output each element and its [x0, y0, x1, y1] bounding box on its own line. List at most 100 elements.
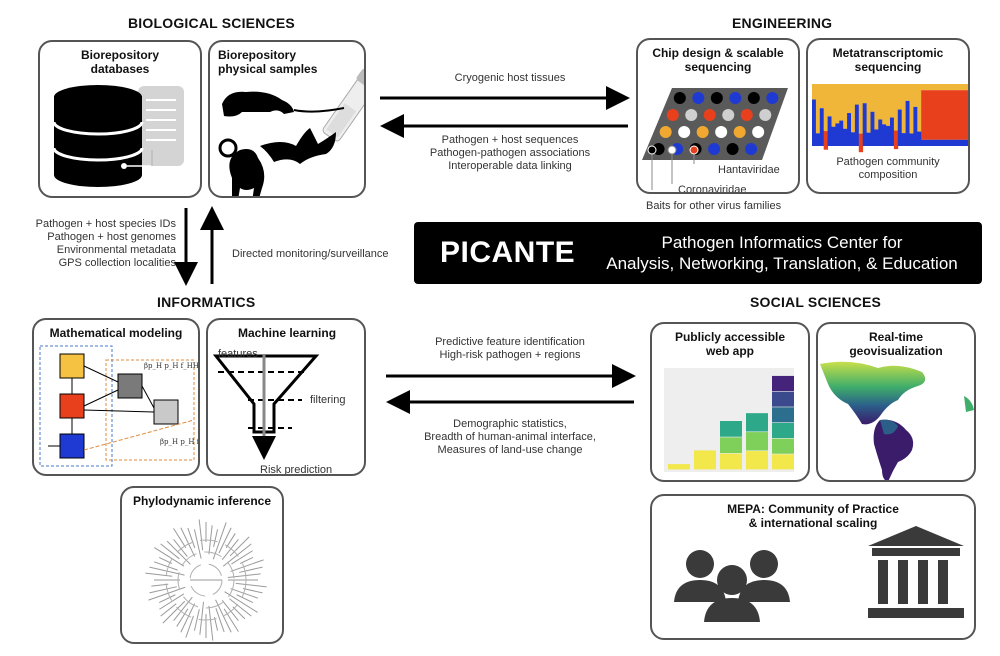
meta-seg [921, 90, 926, 140]
tree-branch [199, 601, 205, 635]
meta-seg [944, 90, 949, 140]
tree-branch [213, 529, 219, 547]
label-hantaviridae: Hantaviridae [718, 164, 780, 176]
tree-branch [160, 603, 177, 617]
meta-seg [819, 84, 825, 109]
tree-branch [223, 608, 239, 632]
tree-branch [187, 527, 196, 549]
chip-dot [703, 109, 716, 121]
meta-seg [913, 84, 918, 107]
meta-seg [862, 84, 867, 104]
tree-branch [193, 609, 200, 631]
label-sequences-1: Pathogen + host sequences [441, 134, 579, 146]
meta-seg [901, 133, 906, 146]
meta-seg [831, 126, 836, 146]
section-informatics: INFORMATICS [157, 294, 256, 310]
meta-seg [874, 129, 879, 146]
chip-dot [726, 143, 739, 155]
meta-seg [956, 139, 961, 146]
meta-seg [851, 84, 856, 133]
tree-branch [239, 566, 263, 573]
meta-seg [839, 120, 844, 146]
picante-title: PICANTE [440, 236, 576, 269]
tree-branch [153, 561, 178, 571]
meta-seg [854, 84, 860, 105]
meta-seg [952, 139, 957, 146]
chip-dot [747, 92, 760, 104]
meta-seg [917, 84, 922, 132]
label-coronaviridae: Coronaviridae [678, 184, 747, 194]
meta-seg [932, 84, 938, 91]
meta-seg [921, 139, 926, 146]
meta-seg [940, 84, 945, 91]
meta-seg [964, 139, 968, 146]
label-env-metadata: Environmental metadata [56, 244, 176, 256]
meta-seg [940, 139, 945, 146]
picante-banner: PICANTE Pathogen Informatics Center for … [414, 222, 982, 284]
card-title: Mathematical modeling [49, 326, 183, 340]
chip-dot [729, 92, 742, 104]
card-mepa: MEPA: Community of Practice & internatio… [650, 494, 976, 640]
meta-seg [929, 139, 934, 146]
meta-seg [858, 84, 864, 134]
tree-branch [198, 519, 204, 551]
tree-branch [180, 603, 196, 633]
institution-icon [868, 526, 964, 618]
chip-dot [740, 109, 753, 121]
funnel-icon [212, 354, 320, 460]
picante-subtitle-2: Analysis, Networking, Translation, & Edu… [606, 254, 958, 273]
label-demographic-2: Breadth of human-animal interface, [424, 431, 596, 443]
card-title: MEPA: Community of Practice & internatio… [727, 502, 899, 530]
meta-seg [925, 84, 930, 91]
tree-branch [218, 527, 232, 554]
chip-dot [666, 109, 679, 121]
label-demographic-3: Measures of land-use change [437, 444, 583, 456]
meta-seg [874, 84, 879, 130]
map-americas [820, 361, 974, 480]
label-cryogenic: Cryogenic host tissues [454, 72, 566, 84]
tree-branch [176, 608, 189, 627]
meta-seg [882, 124, 887, 146]
chip-dot [722, 109, 735, 121]
tree-branch [149, 586, 177, 594]
meta-seg [886, 125, 891, 146]
label-bio-down-block: Pathogen + host species IDs Pathogen + h… [6, 218, 176, 270]
meta-seg [823, 84, 828, 132]
label-demographic-block: Demographic statistics, Breadth of human… [400, 418, 620, 457]
meta-seg [897, 84, 903, 110]
meta-seg [964, 90, 968, 140]
webapp-bar-seg [772, 407, 794, 423]
meta-seg [944, 84, 949, 91]
meta-seg [878, 119, 883, 146]
meta-seg [812, 99, 817, 146]
label-species-ids: Pathogen + host species IDs [35, 218, 176, 230]
meta-seg [960, 90, 965, 140]
meta-seg [921, 84, 926, 91]
tree-branch [173, 539, 188, 557]
meta-seg [893, 84, 899, 131]
chip-marker [667, 145, 677, 155]
meta-seg [936, 90, 942, 140]
label-directed: Directed monitoring/surveillance [232, 248, 389, 260]
chip-dot [696, 126, 709, 138]
webapp-bar-seg [772, 422, 794, 439]
chip-dot [708, 143, 721, 155]
meta-seg [812, 84, 817, 100]
meta-seg [952, 90, 957, 140]
meta-seg [929, 84, 934, 91]
card-mathematical-modeling: Mathematical modeling βp_H p_H f_HH βp_H… [32, 318, 200, 476]
card-web-app: Publicly accessible web app [650, 322, 810, 482]
card-title: Publicly accessible web app [674, 330, 786, 358]
chip-dot [715, 126, 728, 138]
meta-seg [932, 90, 938, 140]
animals-icon [218, 68, 364, 196]
label-genomes: Pathogen + host genomes [47, 231, 176, 243]
section-social-sciences: SOCIAL SCIENCES [750, 294, 882, 310]
meta-seg [870, 111, 875, 146]
tree-branch [221, 539, 239, 560]
picante-subtitle-1: Pathogen Informatics Center for [661, 233, 903, 252]
tree-branch [229, 536, 250, 557]
card-geovisualization: Real-time geovisualization [816, 322, 976, 482]
meta-seg [815, 133, 821, 146]
